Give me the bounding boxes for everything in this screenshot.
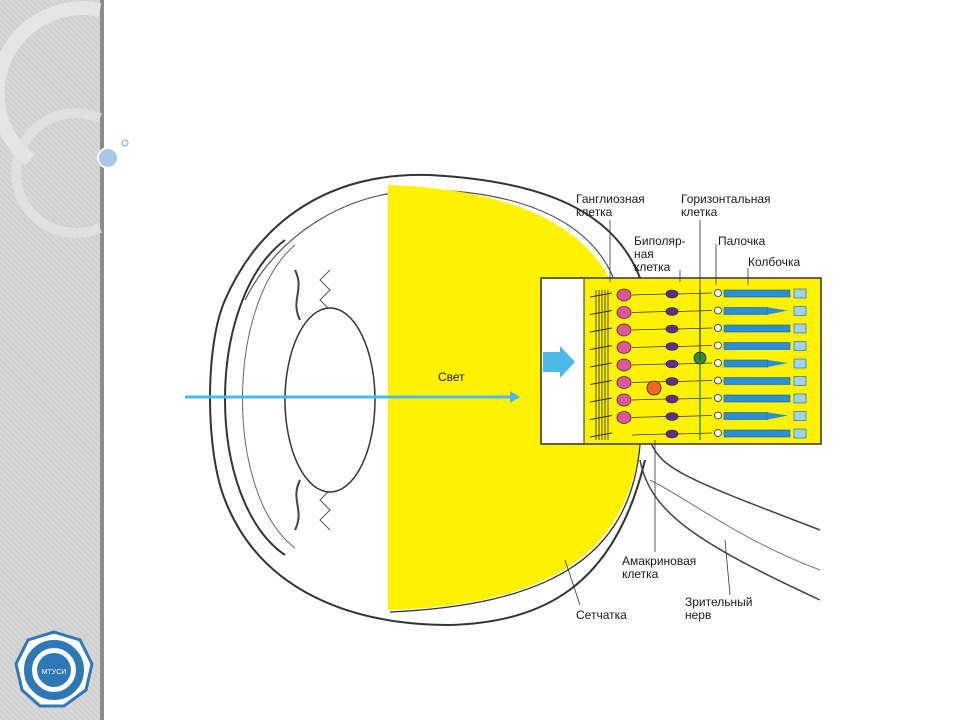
light-ray-arrowhead bbox=[510, 391, 520, 403]
pigment-epithelium-cell bbox=[793, 288, 807, 299]
label-leader-lines bbox=[564, 220, 749, 606]
synapse-line bbox=[677, 362, 713, 365]
pigment-epithelium-cell bbox=[793, 376, 807, 386]
label-optic-nerve: Зрительный нерв bbox=[685, 595, 753, 622]
pigment-epithelium-cell bbox=[793, 393, 807, 404]
synapse-line bbox=[677, 345, 713, 347]
logo-ring bbox=[24, 640, 84, 700]
logo-caption: МТУСИ bbox=[42, 669, 67, 676]
pigment-epithelium-cell bbox=[793, 428, 807, 439]
synapse-line bbox=[677, 327, 713, 330]
label-cone: Колбочка bbox=[748, 255, 801, 269]
retina-cell-layers bbox=[589, 288, 807, 440]
bipolar-cell bbox=[665, 324, 679, 334]
synapse-line bbox=[631, 433, 667, 436]
ganglion-cell bbox=[616, 358, 632, 372]
cone-cell bbox=[723, 412, 769, 420]
synapse-line bbox=[631, 398, 667, 401]
pigment-epithelium-cell bbox=[793, 411, 807, 421]
photoreceptor-nucleus bbox=[714, 394, 722, 402]
ciliary-body-upper bbox=[319, 269, 331, 311]
synapse-line bbox=[631, 293, 667, 296]
bipolar-cell bbox=[665, 359, 679, 369]
light-direction-arrow bbox=[543, 346, 575, 378]
sclera-outline bbox=[209, 173, 646, 627]
label-rod: Палочка bbox=[718, 234, 766, 248]
label-light: Свет bbox=[438, 370, 465, 384]
synapse-line bbox=[677, 415, 713, 417]
cone-tip bbox=[768, 307, 788, 315]
university-logo: МТУСИ bbox=[14, 630, 94, 710]
bipolar-cell bbox=[665, 289, 679, 299]
bipolar-cell bbox=[665, 412, 679, 421]
rod-cell bbox=[723, 429, 791, 438]
synapse-line bbox=[631, 311, 667, 313]
bullet-dot-large bbox=[97, 147, 119, 169]
ganglion-cell bbox=[616, 376, 632, 389]
photoreceptor-nucleus bbox=[714, 411, 722, 420]
photoreceptor-nucleus bbox=[714, 359, 722, 367]
synapse-line bbox=[677, 397, 713, 400]
cone-cell bbox=[723, 359, 769, 368]
rod-cell bbox=[723, 289, 791, 298]
logo-core bbox=[37, 653, 71, 687]
amacrine-cell bbox=[646, 380, 662, 396]
cornea bbox=[224, 239, 286, 556]
ganglion-cell bbox=[616, 288, 632, 302]
ciliary-body-lower bbox=[319, 489, 331, 531]
bullet-dot-small bbox=[121, 139, 129, 147]
cone-tip bbox=[768, 412, 788, 420]
iris-lower bbox=[294, 479, 301, 531]
cone-tip bbox=[768, 360, 788, 367]
rod-cell bbox=[723, 394, 791, 403]
synapse-line bbox=[631, 381, 667, 383]
iris-upper bbox=[294, 269, 301, 321]
rod-cell bbox=[723, 324, 791, 333]
synapse-line bbox=[631, 346, 667, 348]
label-ganglion-cell: Ганглиозная клетка bbox=[576, 192, 645, 219]
label-amacrine-cell: Амакриновая клетка bbox=[622, 554, 697, 581]
ganglion-cell bbox=[616, 306, 632, 319]
rod-cell bbox=[723, 377, 791, 385]
photoreceptor-nucleus bbox=[714, 324, 722, 332]
pigment-epithelium-cell bbox=[793, 323, 807, 334]
synapse-line bbox=[677, 380, 713, 382]
ganglion-cell bbox=[616, 341, 632, 354]
optic-nerve-lower bbox=[639, 459, 821, 601]
photoreceptor-nucleus bbox=[714, 429, 722, 437]
synapse-line bbox=[631, 363, 667, 366]
bipolar-cell bbox=[665, 377, 679, 386]
photoreceptor-nucleus bbox=[714, 341, 722, 350]
rod-cell bbox=[723, 342, 791, 350]
synapse-line bbox=[677, 310, 713, 312]
pigment-epithelium-cell bbox=[793, 341, 807, 351]
synapse-line bbox=[677, 292, 713, 295]
bipolar-cell bbox=[665, 394, 679, 404]
label-horizontal-cell: Горизонтальная клетка bbox=[681, 192, 771, 219]
photoreceptor-nucleus bbox=[714, 376, 722, 385]
label-bipolar-cell: Биполяр- ная клетка bbox=[634, 234, 686, 274]
pigment-epithelium-cell bbox=[793, 306, 807, 316]
bipolar-cell bbox=[665, 429, 679, 439]
bipolar-cell bbox=[665, 342, 679, 351]
bipolar-cell bbox=[665, 307, 679, 316]
lens bbox=[284, 307, 376, 493]
synapse-line bbox=[631, 328, 667, 331]
ganglion-cell bbox=[616, 323, 632, 337]
synapse-line bbox=[677, 432, 713, 435]
synapse-line bbox=[631, 416, 667, 418]
photoreceptor-nucleus bbox=[714, 289, 722, 297]
ganglion-cell bbox=[616, 393, 632, 407]
photoreceptor-nucleus bbox=[714, 306, 722, 315]
cone-cell bbox=[723, 307, 769, 315]
label-retina: Сетчатка bbox=[576, 608, 627, 622]
sidebar-divider bbox=[100, 0, 104, 720]
ganglion-cell bbox=[616, 411, 632, 424]
pigment-epithelium-cell bbox=[793, 358, 807, 369]
